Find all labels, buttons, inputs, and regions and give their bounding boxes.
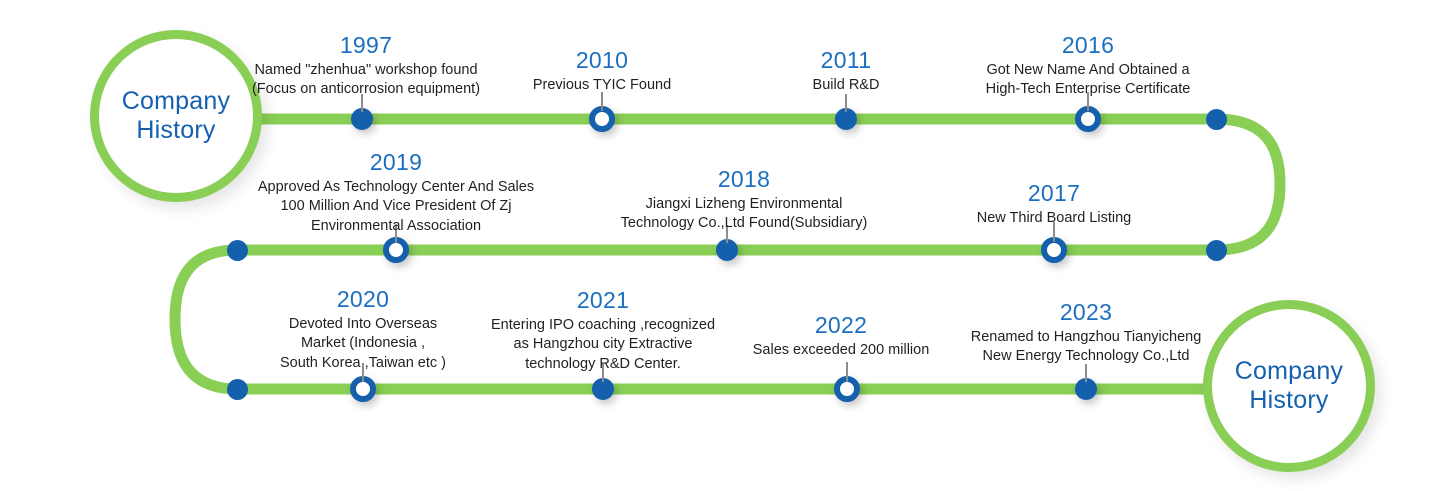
marker-1997[interactable]: [351, 108, 373, 130]
milestone-2010: 2010 Previous TYIC Found: [482, 47, 722, 95]
desc-2011: Build R&D: [812, 77, 880, 94]
endcap-left: Company History: [90, 30, 262, 202]
marker-2018[interactable]: [716, 239, 738, 261]
year-2019: 2019: [369, 149, 423, 175]
marker-2023[interactable]: [1075, 378, 1097, 400]
stem-2022: [846, 362, 848, 382]
stem-1997: [361, 94, 363, 112]
year-2022: 2022: [814, 312, 868, 338]
desc-1997: Named "zhenhua" workshop found (Focus on…: [251, 62, 481, 98]
endcap-right-label: Company History: [1234, 356, 1344, 415]
year-2010: 2010: [575, 47, 629, 73]
stem-2019: [395, 224, 397, 243]
marker-2021[interactable]: [592, 378, 614, 400]
milestone-2019: 2019 Approved As Technology Center And S…: [236, 149, 556, 236]
year-2017: 2017: [1027, 180, 1081, 206]
desc-2018: Jiangxi Lizheng Environmental Technology…: [620, 196, 868, 232]
year-2020: 2020: [336, 286, 390, 312]
stem-2018: [726, 225, 728, 243]
desc-2019: Approved As Technology Center And Sales …: [257, 179, 535, 234]
stem-2020: [362, 363, 364, 382]
desc-2023: Renamed to Hangzhou Tianyicheng New Ener…: [970, 329, 1202, 365]
stem-2011: [845, 94, 847, 112]
milestone-2018: 2018 Jiangxi Lizheng Environmental Techn…: [579, 166, 909, 234]
joint-row1-end: [1205, 108, 1227, 130]
marker-2011[interactable]: [835, 108, 857, 130]
stem-2016: [1087, 92, 1089, 111]
desc-2016: Got New Name And Obtained a High-Tech En…: [985, 62, 1191, 98]
year-2018: 2018: [717, 166, 771, 192]
milestone-2023: 2023 Renamed to Hangzhou Tianyicheng New…: [921, 299, 1251, 367]
endcap-left-label: Company History: [121, 86, 231, 145]
joint-row3-left: [226, 378, 248, 400]
year-1997: 1997: [339, 32, 393, 58]
milestone-2017: 2017 New Third Board Listing: [929, 180, 1179, 228]
stem-2017: [1053, 222, 1055, 242]
milestone-2011: 2011 Build R&D: [746, 47, 946, 95]
milestone-2016: 2016 Got New Name And Obtained a High-Te…: [923, 32, 1253, 100]
desc-2010: Previous TYIC Found: [532, 77, 672, 94]
milestone-1997: 1997 Named "zhenhua" workshop found (Foc…: [196, 32, 536, 100]
stem-2021: [602, 364, 604, 382]
desc-2021: Entering IPO coaching ,recognized as Han…: [490, 317, 716, 372]
joint-row2-left: [226, 239, 248, 261]
desc-2017: New Third Board Listing: [976, 210, 1132, 227]
year-2016: 2016: [1061, 32, 1115, 58]
desc-2020: Devoted Into Overseas Market (Indonesia …: [279, 316, 447, 371]
milestone-2022: 2022 Sales exceeded 200 million: [706, 312, 976, 360]
stem-2010: [601, 92, 603, 111]
year-2021: 2021: [576, 287, 630, 313]
joint-row2-right: [1205, 239, 1227, 261]
year-2023: 2023: [1059, 299, 1113, 325]
milestone-2020: 2020 Devoted Into Overseas Market (Indon…: [223, 286, 503, 373]
stem-2023: [1085, 364, 1087, 382]
endcap-right: Company History: [1203, 300, 1375, 472]
milestone-2021: 2021 Entering IPO coaching ,recognized a…: [453, 287, 753, 374]
desc-2022: Sales exceeded 200 million: [752, 342, 930, 359]
year-2011: 2011: [820, 47, 872, 73]
